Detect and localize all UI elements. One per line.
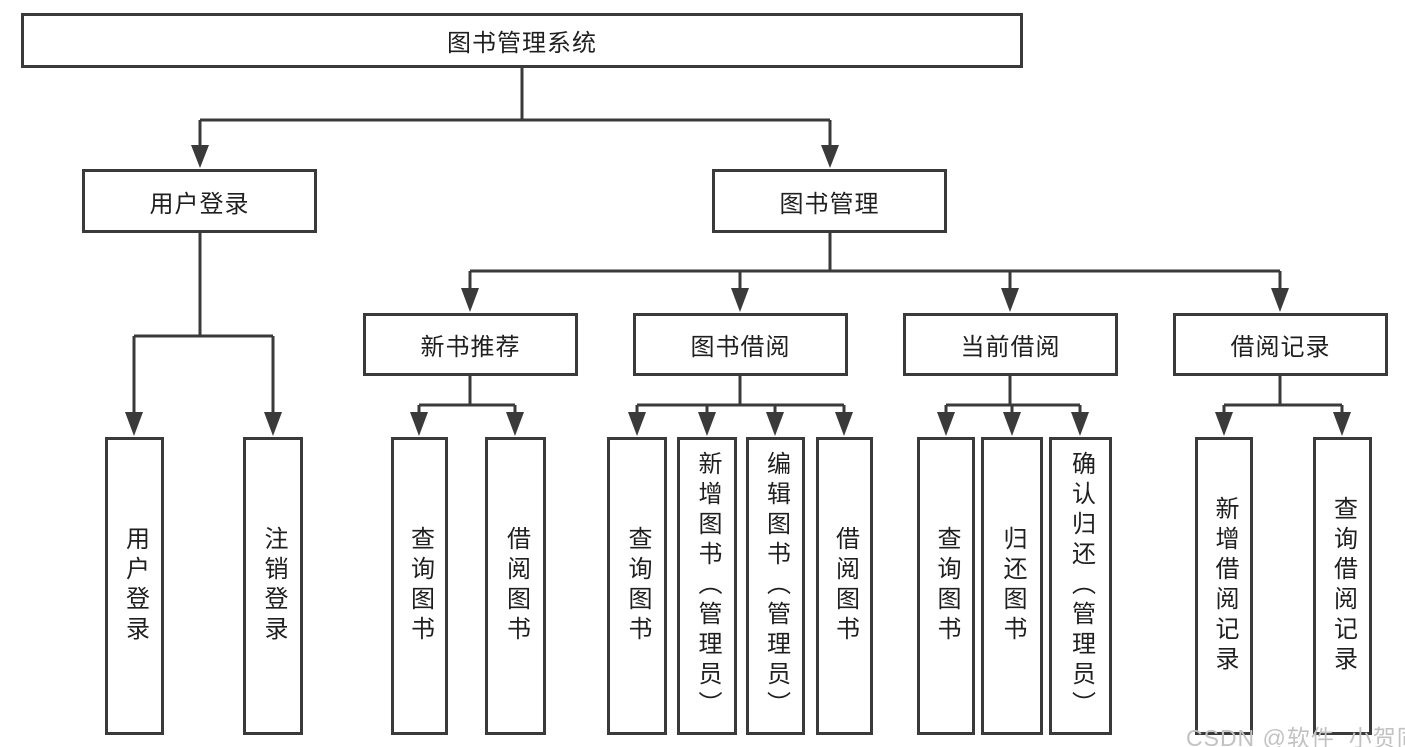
leaf-return-books: 归还图书 [981, 437, 1043, 735]
node-book-borrow: 图书借阅 [633, 313, 848, 376]
node-book-management-label: 图书管理 [779, 190, 880, 218]
node-root-label: 图书管理系统 [447, 30, 597, 57]
leaf-borrow-query-books: 查询图书 [607, 437, 667, 735]
watermark-text: CSDN @软件_小贺同学 [1186, 725, 1405, 747]
leaf-add-borrow-record-label: 新增借阅记录 [1211, 496, 1238, 676]
node-user-login: 用户登录 [82, 169, 317, 233]
leaf-add-borrow-record: 新增借阅记录 [1195, 437, 1253, 735]
leaf-edit-book-admin-label: 编辑图书（管理员） [762, 451, 790, 721]
node-new-book-recommend: 新书推荐 [363, 313, 578, 376]
leaf-newbook-query-books-label: 查询图书 [406, 526, 434, 646]
node-root-system: 图书管理系统 [21, 13, 1023, 68]
node-new-book-recommend-label: 新书推荐 [420, 334, 521, 361]
connector-user-login-branch [125, 233, 282, 436]
leaf-add-book-admin: 新增图书（管理员） [677, 437, 737, 735]
leaf-query-borrow-record-label: 查询借阅记录 [1329, 496, 1357, 676]
connector-borrow-records-branch [1215, 376, 1351, 436]
node-current-borrow: 当前借阅 [903, 313, 1118, 376]
leaf-add-book-admin-label: 新增图书（管理员） [694, 451, 721, 721]
leaf-logout: 注销登录 [243, 437, 303, 735]
node-borrow-records: 借阅记录 [1173, 313, 1388, 376]
connector-current-borrow-branch [937, 376, 1089, 436]
leaf-newbook-borrow-books: 借阅图书 [485, 437, 546, 735]
node-current-borrow-label: 当前借阅 [960, 334, 1061, 361]
leaf-query-borrow-record: 查询借阅记录 [1313, 437, 1372, 735]
leaf-logout-label: 注销登录 [260, 526, 287, 646]
leaf-current-query-books: 查询图书 [917, 437, 975, 735]
leaf-edit-book-admin: 编辑图书（管理员） [746, 437, 805, 735]
connector-book-borrow-branch [628, 376, 853, 436]
leaf-newbook-borrow-books-label: 借阅图书 [502, 526, 530, 646]
leaf-borrow-query-books-label: 查询图书 [624, 526, 651, 646]
leaf-borrow-borrow-books-label: 借阅图书 [831, 526, 859, 646]
leaf-user-login: 用户登录 [105, 437, 164, 735]
connector-new-book-branch [410, 376, 524, 436]
leaf-return-books-label: 归还图书 [999, 526, 1026, 646]
node-book-management: 图书管理 [712, 169, 947, 233]
leaf-confirm-return-admin-label: 确认归还（管理员） [1067, 451, 1095, 721]
node-book-borrow-label: 图书借阅 [690, 334, 791, 361]
connector-book-management-branch [461, 233, 1289, 312]
leaf-current-query-books-label: 查询图书 [933, 526, 960, 646]
leaf-confirm-return-admin: 确认归还（管理员） [1049, 437, 1112, 735]
leaf-newbook-query-books: 查询图书 [391, 437, 448, 735]
connector-root-to-level2 [191, 66, 839, 168]
node-user-login-label: 用户登录 [149, 190, 250, 218]
leaf-user-login-label: 用户登录 [121, 526, 149, 646]
leaf-borrow-borrow-books: 借阅图书 [816, 437, 873, 735]
node-borrow-records-label: 借阅记录 [1230, 334, 1331, 361]
